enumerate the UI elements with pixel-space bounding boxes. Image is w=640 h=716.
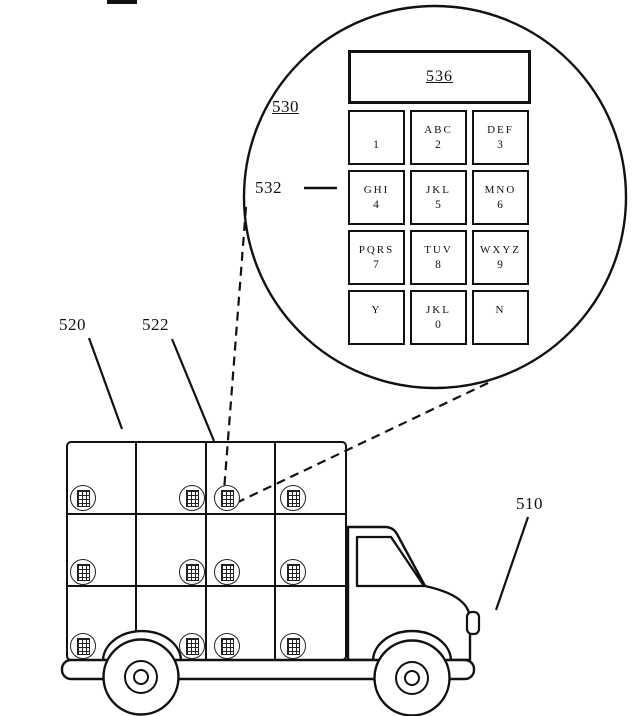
keypad-grid-glyph <box>286 489 300 507</box>
ref-532: 532 <box>255 178 282 197</box>
ref-510: 510 <box>516 494 543 513</box>
keypad-grid-glyph <box>220 489 234 507</box>
locker-cell <box>68 515 138 587</box>
truck-headlight <box>465 610 481 636</box>
leader-line-510 <box>494 516 530 611</box>
leader-line-522 <box>170 338 216 442</box>
keypad-grid-glyph <box>286 563 300 581</box>
locker-keypad-icon <box>179 633 205 659</box>
locker-cell <box>275 443 345 515</box>
locker-keypad-icon <box>214 559 240 585</box>
locker-cell <box>137 587 207 659</box>
keypad-grid-glyph <box>76 637 90 655</box>
locker-keypad-icon <box>214 633 240 659</box>
rear-wheel <box>102 638 180 716</box>
key-1: 1 <box>348 110 405 165</box>
leader-line-520 <box>87 337 124 430</box>
ref-530: 530 <box>272 97 299 116</box>
keypad-display: 536 <box>348 50 531 104</box>
key-yes: Y <box>348 290 405 345</box>
magnifier-cone-line-right <box>235 382 489 504</box>
locker-keypad-icon <box>280 485 306 511</box>
keypad-grid-glyph <box>220 637 234 655</box>
locker-cell <box>68 443 138 515</box>
locker-cell <box>206 443 276 515</box>
keypad-grid-glyph <box>185 489 199 507</box>
locker-cell <box>68 587 138 659</box>
locker-keypad-icon <box>179 559 205 585</box>
keypad-grid-glyph <box>185 563 199 581</box>
keypad-grid-glyph <box>76 489 90 507</box>
keypad-grid-glyph <box>76 563 90 581</box>
locker-keypad-icon <box>70 485 96 511</box>
locker-cell <box>275 515 345 587</box>
magnifier-cone-line-left <box>222 206 248 492</box>
locker-keypad-icon <box>214 485 240 511</box>
locker-keypad-icon <box>280 559 306 585</box>
keypad-grid-glyph <box>185 637 199 655</box>
key-no: N <box>472 290 529 345</box>
keypad-grid-glyph <box>220 563 234 581</box>
locker-keypad-icon <box>70 633 96 659</box>
locker-cell <box>207 587 276 659</box>
locker-cell <box>137 515 207 587</box>
locker-cell <box>137 443 207 515</box>
front-wheel <box>373 639 451 716</box>
ref-522: 522 <box>142 315 169 334</box>
locker-cell <box>206 515 276 587</box>
locker-keypad-icon <box>280 633 306 659</box>
locker-keypad-icon <box>179 485 205 511</box>
truck-windshield <box>355 535 426 588</box>
keypad-grid-glyph <box>286 637 300 655</box>
locker-keypad-icon <box>70 559 96 585</box>
ref-520: 520 <box>59 315 86 334</box>
display-ref-label: 536 <box>426 68 453 85</box>
